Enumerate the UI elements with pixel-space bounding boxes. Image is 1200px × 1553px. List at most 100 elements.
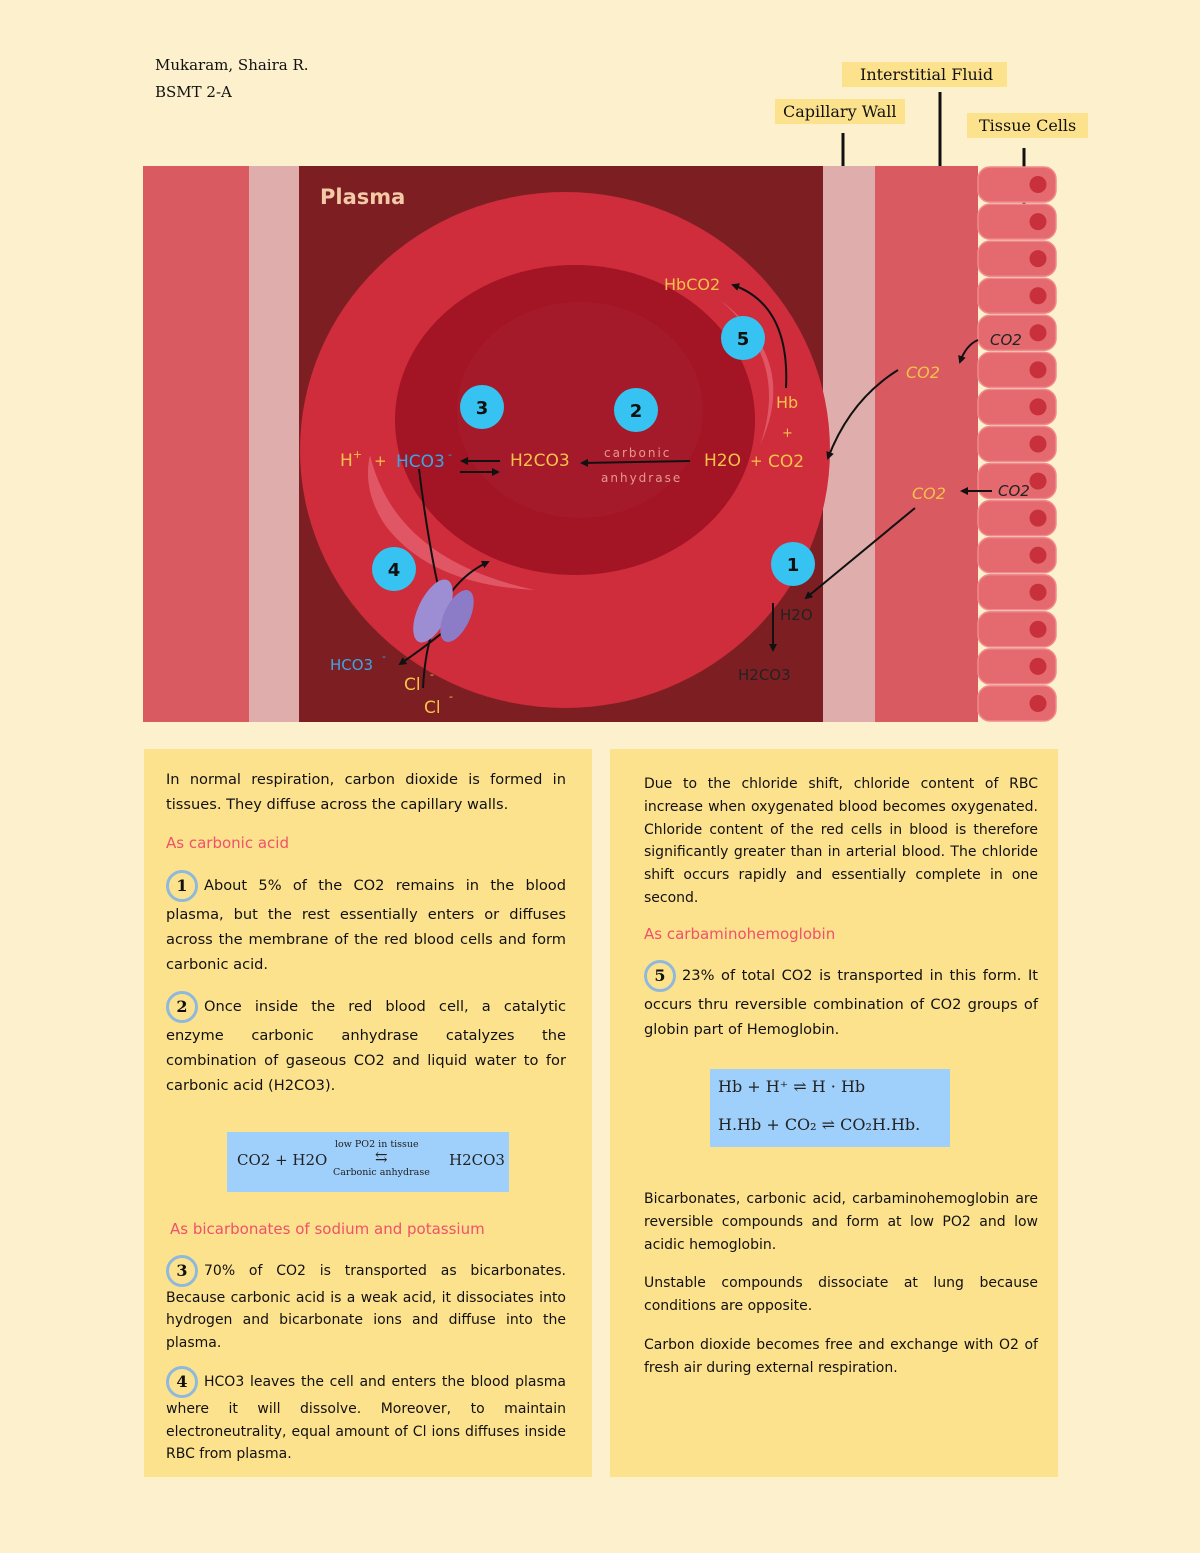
plus-sign-3: + <box>782 426 793 441</box>
tissue-cell <box>977 314 1057 352</box>
tissue-cell <box>977 611 1057 648</box>
tissue-cells <box>977 166 1057 722</box>
step4-badge: 4 <box>166 1366 198 1398</box>
tissue-cell <box>977 499 1057 537</box>
step1-badge: 1 <box>166 870 198 902</box>
capillary-wall-right <box>823 166 875 722</box>
tissue-cell-nucleus <box>1029 620 1047 638</box>
tissue-cell <box>977 536 1057 574</box>
tissue-cell-nucleus <box>1029 213 1047 231</box>
step-marker-5-number: 5 <box>737 329 750 350</box>
plus-sign-1: + <box>374 452 387 470</box>
tissue-cell <box>977 462 1057 500</box>
tissue-cell-nucleus <box>1029 361 1047 379</box>
left-text-panel: In normal respiration, carbon dioxide is… <box>144 749 592 1477</box>
step3-badge: 3 <box>166 1254 198 1287</box>
carbonic-acid-equation: CO2 + H2O low PO2 in tissue ⇆ Carbonic a… <box>227 1132 509 1192</box>
left-text-panel-lower: As bicarbonates of sodium and potassium … <box>144 1212 592 1477</box>
intro-text: In normal respiration, carbon dioxide is… <box>166 771 566 813</box>
interstitial-fluid-label: Interstitial Fluid <box>842 62 1008 87</box>
eq1-reactants: CO2 + H2O <box>237 1151 328 1169</box>
hco3-outside: HCO3 <box>330 656 373 674</box>
tissue-cell-nucleus <box>1029 324 1047 342</box>
co2-tissue-upper: CO2 <box>990 331 1022 349</box>
cl-ion-lower: Cl <box>424 698 441 718</box>
tissue-cell-nucleus <box>1029 287 1047 305</box>
h2o-inside: H2O <box>704 451 741 471</box>
right-text-panel-lower: Bicarbonates, carbonic acid, carbaminohe… <box>610 1188 1058 1408</box>
tissue-cell-nucleus <box>1029 657 1047 675</box>
author-section: BSMT 2-A <box>155 83 232 101</box>
cl-ion-upper: Cl <box>404 675 421 695</box>
co2-to-plasma-arrow <box>804 507 916 600</box>
heading-bicarbonates: As bicarbonates of sodium and potassium <box>170 1220 485 1238</box>
interstitial-fluid-region <box>875 166 978 722</box>
heading-carbaminohemoglobin: As carbaminohemoglobin <box>644 924 836 943</box>
tissue-cell-nucleus <box>1029 694 1047 712</box>
co2-tissue-lower: CO2 <box>998 482 1030 500</box>
capillary-wall-label: Capillary Wall <box>775 99 905 124</box>
step-marker-1: 1 <box>771 542 815 586</box>
eq2-line1: Hb + H⁺ ⇌ H · Hb <box>718 1077 866 1096</box>
tissue-cell <box>977 351 1057 389</box>
step-marker-2-number: 2 <box>630 401 643 422</box>
step3-text: 70% of CO2 is transported as bicarbonate… <box>166 1262 566 1351</box>
step4-text: HCO3 leaves the cell and enters the bloo… <box>166 1374 566 1462</box>
tissue-cell-nucleus <box>1029 509 1047 527</box>
co2-inside: CO2 <box>768 452 804 472</box>
h2co3-plasma: H2CO3 <box>738 666 791 684</box>
heading-carbonic-acid: As carbonic acid <box>166 834 289 852</box>
author-name: Mukaram, Shaira R. <box>155 56 309 74</box>
step-marker-4: 4 <box>372 547 416 591</box>
co2-plasma-upper: CO2 <box>906 363 940 382</box>
h-ion-charge: + <box>353 448 362 461</box>
tissue-cell-nucleus <box>1029 176 1047 194</box>
h2co3-inside: H2CO3 <box>510 451 570 471</box>
cl-ion-lower-charge: - <box>449 690 453 703</box>
h-ion-symbol: H <box>340 451 353 471</box>
plus-sign-2: + <box>750 452 763 470</box>
tissue-cells-label: Tissue Cells <box>967 113 1089 138</box>
eq1-condition-top: low PO2 in tissue <box>335 1139 419 1150</box>
step1-text: About 5% of the CO2 remains in the blood… <box>166 877 566 973</box>
summary-unstable: Unstable compounds dissociate at lung be… <box>644 1275 1038 1315</box>
tissue-cell-nucleus <box>1029 398 1047 416</box>
carbonic-label: carbonic <box>604 446 671 460</box>
hco3-outside-charge: - <box>382 650 386 663</box>
eq1-product: H2CO3 <box>449 1151 505 1169</box>
capillary-wall-left <box>249 166 299 722</box>
step2-badge: 2 <box>166 991 198 1023</box>
step2-text: Once inside the red blood cell, a cataly… <box>166 998 566 1094</box>
chloride-shift-text: Due to the chloride shift, chloride cont… <box>644 776 1038 906</box>
anhydrase-label: anhydrase <box>601 471 682 485</box>
step-marker-2: 2 <box>614 388 658 432</box>
carbonic-anhydrase-arrow <box>580 458 691 467</box>
step-marker-3-number: 3 <box>476 398 489 419</box>
hb-label: Hb <box>776 393 798 412</box>
tissue-cell <box>977 388 1057 426</box>
tissue-cell <box>977 203 1057 240</box>
tissue-cell-nucleus <box>1029 435 1047 453</box>
rbc-highlight-lower <box>367 455 535 590</box>
step5-text: 23% of total CO2 is transported in this … <box>644 966 1038 1038</box>
tissue-cell <box>977 573 1057 611</box>
carbamino-arrow <box>731 283 788 389</box>
hemoglobin-equation: Hb + H⁺ ⇌ H · Hb H.Hb + CO₂ ⇌ CO₂H.Hb. <box>710 1069 950 1147</box>
step-marker-4-number: 4 <box>388 560 401 581</box>
eq2-line2: H.Hb + CO₂ ⇌ CO₂H.Hb. <box>718 1115 921 1134</box>
step-marker-1-number: 1 <box>787 555 800 576</box>
tissue-cell <box>977 166 1057 203</box>
eq1-arrow: ⇆ <box>375 1148 388 1166</box>
h-ion: H+ <box>340 448 362 471</box>
tissue-cell-nucleus <box>1029 250 1047 268</box>
tissue-cell <box>977 425 1057 463</box>
tissue-cell <box>977 240 1057 277</box>
tissue-cell <box>977 277 1057 315</box>
plasma-label: Plasma <box>320 185 405 209</box>
author-block: Mukaram, Shaira R. BSMT 2-A <box>155 52 309 106</box>
